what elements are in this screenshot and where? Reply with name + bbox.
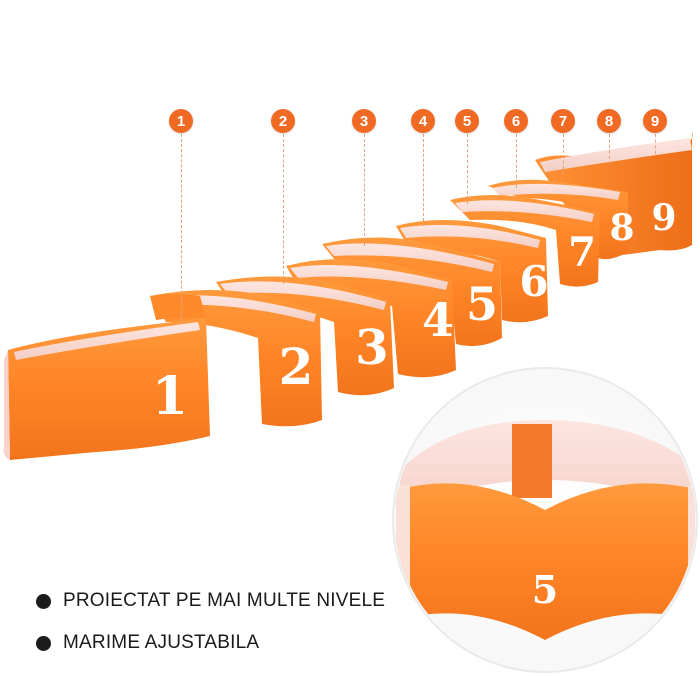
- band-number-4: 4: [422, 293, 454, 347]
- band-number-1: 1: [152, 366, 188, 427]
- bullet-icon: [36, 593, 51, 609]
- band-number-prints: 1 2 3 4 5 6 7 8 9: [152, 197, 677, 427]
- leader-line-7: [563, 134, 564, 174]
- marker-3: 3: [352, 109, 376, 133]
- marker-5: 5: [455, 109, 479, 133]
- band-number-9: 9: [651, 197, 676, 239]
- marker-2: 2: [271, 109, 295, 133]
- marker-1: 1: [169, 109, 193, 133]
- detail-band-number: 5: [532, 567, 558, 612]
- leader-line-4: [423, 134, 424, 226]
- feature-label: MARIME AJUSTABILA: [63, 632, 260, 653]
- marker-4: 4: [411, 109, 435, 133]
- band-detail-inset: 5: [392, 367, 698, 673]
- leader-line-1: [181, 134, 182, 324]
- band-number-2: 2: [279, 337, 314, 396]
- feature-item: MARIME AJUSTABILA: [36, 632, 259, 654]
- marker-7: 7: [551, 109, 575, 133]
- band-number-3: 3: [355, 320, 388, 376]
- band-loop-7: [450, 195, 600, 287]
- leader-line-6: [516, 134, 517, 188]
- marker-9: 9: [643, 109, 667, 133]
- leader-line-2: [283, 134, 284, 284]
- feature-item: PROIECTAT PE MAI MULTE NIVELE: [36, 590, 385, 612]
- leader-line-5: [467, 134, 468, 204]
- band-number-6: 6: [519, 257, 548, 306]
- leader-line-8: [609, 134, 610, 164]
- leader-line-9: [655, 134, 656, 154]
- band-number-8: 8: [609, 207, 634, 249]
- band-number-7: 7: [568, 229, 596, 276]
- band-loop-1: [3, 294, 210, 460]
- bullet-icon: [36, 635, 51, 651]
- marker-8: 8: [597, 109, 621, 133]
- leader-line-3: [364, 134, 365, 246]
- feature-label: PROIECTAT PE MAI MULTE NIVELE: [63, 590, 386, 611]
- band-loop-8: [488, 179, 628, 260]
- band-number-5: 5: [466, 277, 498, 331]
- marker-6: 6: [504, 109, 528, 133]
